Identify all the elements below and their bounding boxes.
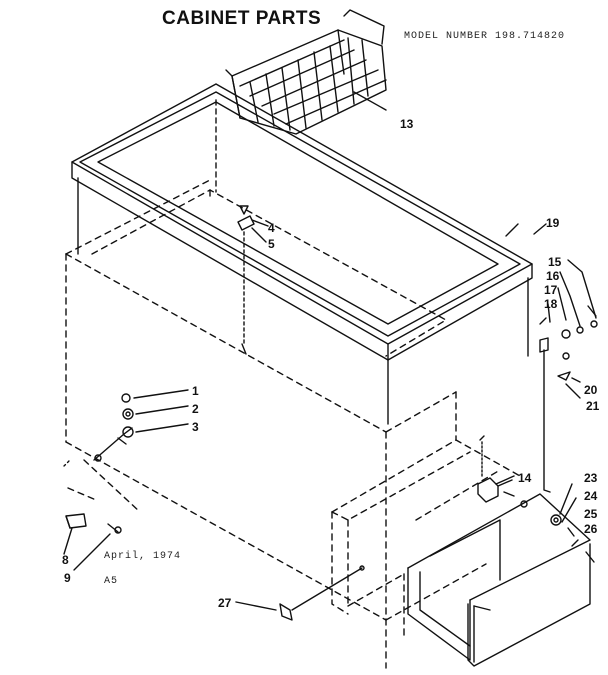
callout-23: 23 xyxy=(584,471,598,485)
basket-part-13 xyxy=(225,9,387,135)
callout-19: 19 xyxy=(546,216,560,230)
diagram-date: April, 1974 xyxy=(104,551,182,562)
callout-1: 1 xyxy=(192,384,199,398)
callout-24: 24 xyxy=(584,489,598,503)
callout-17: 17 xyxy=(544,283,558,297)
part-27-grommet xyxy=(235,565,365,621)
hinge-assembly xyxy=(539,259,598,493)
parts-23-26 xyxy=(550,483,595,563)
callout-18: 18 xyxy=(544,297,558,311)
callout-4: 4 xyxy=(268,221,275,235)
callout-27: 27 xyxy=(218,596,232,610)
compressor-compartment xyxy=(331,439,521,641)
callout-9: 9 xyxy=(64,571,71,585)
parts-8-9 xyxy=(63,513,122,571)
part-4-5-bracket xyxy=(237,205,255,355)
diagram-code: A5 xyxy=(104,576,119,587)
callout-25: 25 xyxy=(584,507,598,521)
model-number: MODEL NUMBER 198.714820 xyxy=(404,31,566,42)
callout-14: 14 xyxy=(518,471,532,485)
callout-labels: 1 2 3 4 5 8 9 13 14 15 16 17 18 19 20 21… xyxy=(62,117,600,610)
leader-lines xyxy=(133,91,547,497)
part-14-switch xyxy=(477,435,528,508)
callout-26: 26 xyxy=(584,522,598,536)
callout-13: 13 xyxy=(400,117,414,131)
callout-2: 2 xyxy=(192,402,199,416)
cabinet-liner xyxy=(77,99,529,425)
diagram-title: CABINET PARTS xyxy=(162,8,322,29)
cabinet-body-outline xyxy=(65,179,487,669)
callout-15: 15 xyxy=(548,255,562,269)
callout-20: 20 xyxy=(584,383,598,397)
callout-8: 8 xyxy=(62,553,69,567)
callout-21: 21 xyxy=(586,399,600,413)
lid-frame-part-19 xyxy=(71,83,533,361)
callout-5: 5 xyxy=(268,237,275,251)
parts-1-2-3 xyxy=(63,393,134,467)
callout-16: 16 xyxy=(546,269,560,283)
callout-3: 3 xyxy=(192,420,199,434)
